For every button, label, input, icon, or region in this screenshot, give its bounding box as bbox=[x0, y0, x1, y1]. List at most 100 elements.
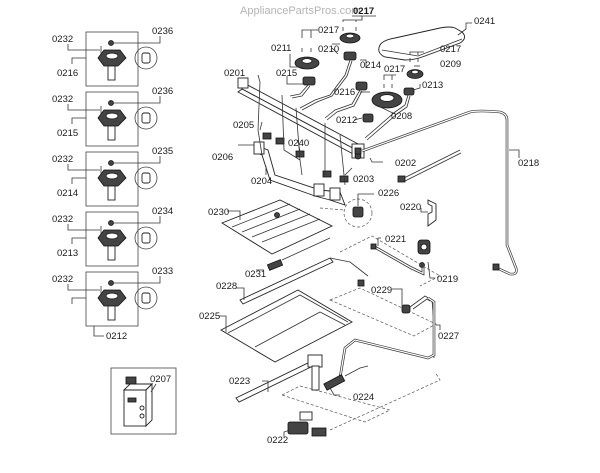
burner-base-0216[interactable] bbox=[355, 81, 368, 91]
jet-detail bbox=[134, 166, 158, 190]
part-0223-burner[interactable] bbox=[235, 354, 323, 403]
part-label-0207[interactable]: 0207 bbox=[150, 374, 171, 385]
part-label-0228[interactable]: 0228 bbox=[216, 281, 237, 292]
part-label-0241[interactable]: 0241 bbox=[474, 16, 495, 27]
part-label-0222[interactable]: 0222 bbox=[267, 435, 288, 446]
part-label-valve[interactable]: 0213 bbox=[57, 248, 78, 259]
burner-base-0215[interactable] bbox=[302, 76, 316, 86]
part-label-jet[interactable]: 0236 bbox=[152, 86, 173, 97]
part-label-0208[interactable]: 0208 bbox=[391, 111, 412, 122]
part-label-0218[interactable]: 0218 bbox=[518, 158, 539, 169]
valve-inset[interactable]: 0232 0233 0212 bbox=[52, 266, 173, 342]
part-label-0223[interactable]: 0223 bbox=[229, 376, 250, 387]
jet-icon bbox=[141, 112, 151, 124]
header-part-label[interactable]: 0217 bbox=[353, 6, 374, 17]
part-label-0229[interactable]: 0229 bbox=[371, 285, 392, 296]
part-label-0202[interactable]: 0202 bbox=[395, 158, 416, 169]
part-label-screw[interactable]: 0232 bbox=[52, 154, 73, 165]
part-0241-cover[interactable]: 0241 bbox=[378, 16, 495, 61]
dashed-guide bbox=[339, 235, 441, 287]
part-label-valve[interactable]: 0215 bbox=[57, 128, 78, 139]
jet-icon bbox=[141, 292, 151, 304]
part-label-0205[interactable]: 0205 bbox=[233, 120, 254, 131]
burner-base-0214[interactable] bbox=[343, 51, 357, 61]
part-0222-valve[interactable] bbox=[287, 411, 327, 437]
burner-cap-0208[interactable] bbox=[371, 74, 403, 109]
part-label-jet[interactable]: 0235 bbox=[152, 146, 173, 157]
part-label-0215[interactable]: 0215 bbox=[276, 68, 297, 79]
burner-base-0212[interactable] bbox=[362, 113, 374, 123]
jet-detail bbox=[134, 106, 158, 130]
part-label-0217[interactable]: 0217 bbox=[384, 64, 405, 75]
part-label-0240[interactable]: 0240 bbox=[288, 138, 309, 149]
part-label-screw[interactable]: 0232 bbox=[52, 34, 73, 45]
part-0218-tube[interactable] bbox=[354, 109, 518, 276]
part-label-screw[interactable]: 0232 bbox=[52, 214, 73, 225]
part-label-screw[interactable]: 0232 bbox=[52, 94, 73, 105]
jet-icon bbox=[141, 52, 151, 64]
burner-cap-0211[interactable] bbox=[294, 29, 320, 70]
inset-box bbox=[85, 91, 139, 147]
part-0204-bracket[interactable] bbox=[253, 141, 346, 206]
part-label-jet[interactable]: 0234 bbox=[152, 206, 173, 217]
part-label-0221[interactable]: 0221 bbox=[385, 234, 406, 245]
part-label-0203[interactable]: 0203 bbox=[353, 174, 374, 185]
part-label-0227[interactable]: 0227 bbox=[438, 331, 459, 342]
part-label-0226[interactable]: 0226 bbox=[378, 188, 399, 199]
part-label-0230[interactable]: 0230 bbox=[208, 207, 229, 218]
part-0227-pipe[interactable] bbox=[338, 296, 436, 379]
burner-cap-0209[interactable] bbox=[406, 51, 424, 79]
part-0202-fitting[interactable] bbox=[397, 149, 462, 183]
part-0231-igniter[interactable] bbox=[266, 237, 331, 271]
part-label-valve[interactable]: 0214 bbox=[57, 188, 78, 199]
part-label-screw[interactable]: 0232 bbox=[52, 274, 73, 285]
part-0228-burner[interactable] bbox=[239, 257, 369, 305]
inset-box bbox=[85, 271, 139, 327]
part-label-0217[interactable]: 0217 bbox=[440, 44, 461, 55]
part-label-0204[interactable]: 0204 bbox=[251, 176, 272, 187]
part-label-0201[interactable]: 0201 bbox=[224, 68, 245, 79]
valve-inset[interactable]: 0232 0236 0216 bbox=[52, 26, 173, 87]
part-0221-tube[interactable] bbox=[370, 243, 425, 276]
part-label-0209[interactable]: 0209 bbox=[440, 59, 461, 70]
jet-detail bbox=[134, 226, 158, 250]
part-label-0212[interactable]: 0212 bbox=[336, 115, 357, 126]
part-label-0225[interactable]: 0225 bbox=[199, 311, 220, 322]
part-0224-igniter[interactable] bbox=[323, 365, 369, 391]
part-0226-nut-detail[interactable] bbox=[319, 198, 373, 228]
part-label-0213[interactable]: 0213 bbox=[422, 80, 443, 91]
burner-cap-0210[interactable] bbox=[339, 16, 363, 44]
part-label-0217[interactable]: 0217 bbox=[318, 25, 339, 36]
jet-icon bbox=[141, 172, 151, 184]
part-0230-shield[interactable] bbox=[221, 199, 334, 255]
part-0220-bracket[interactable] bbox=[427, 199, 437, 227]
part-label-0210[interactable]: 0210 bbox=[318, 44, 339, 55]
gas-tube bbox=[299, 59, 351, 109]
part-label-0216[interactable]: 0216 bbox=[334, 87, 355, 98]
part-label-0220[interactable]: 0220 bbox=[400, 202, 421, 213]
part-0219-regulator[interactable] bbox=[417, 239, 431, 268]
part-label-valve[interactable]: 0212 bbox=[106, 331, 127, 342]
burner-base-0213[interactable] bbox=[403, 87, 415, 96]
part-label-0231[interactable]: 0231 bbox=[245, 269, 266, 280]
jet-detail bbox=[134, 46, 158, 70]
wire-0205 bbox=[257, 81, 263, 156]
inset-box bbox=[110, 367, 177, 435]
part-label-jet[interactable]: 0236 bbox=[152, 26, 173, 37]
part-label-0211[interactable]: 0211 bbox=[271, 43, 291, 54]
part-0225-plate[interactable] bbox=[220, 289, 353, 363]
valve-inset[interactable]: 0232 0236 0215 bbox=[52, 86, 173, 147]
part-label-valve[interactable]: 0216 bbox=[57, 68, 78, 79]
part-label-0206[interactable]: 0206 bbox=[212, 152, 233, 163]
part-label-0224[interactable]: 0224 bbox=[353, 392, 374, 403]
part-label-0214[interactable]: 0214 bbox=[360, 60, 381, 71]
part-label-0219[interactable]: 0219 bbox=[437, 274, 458, 285]
valve-inset[interactable]: 0232 0235 0214 bbox=[52, 146, 173, 207]
valve-inset[interactable]: 0232 0234 0213 bbox=[52, 206, 173, 267]
jet-detail bbox=[134, 286, 158, 310]
inset-module-0207[interactable]: 0207 bbox=[110, 367, 177, 435]
part-label-jet[interactable]: 0233 bbox=[152, 266, 173, 277]
part-0229-valve[interactable] bbox=[401, 295, 435, 358]
